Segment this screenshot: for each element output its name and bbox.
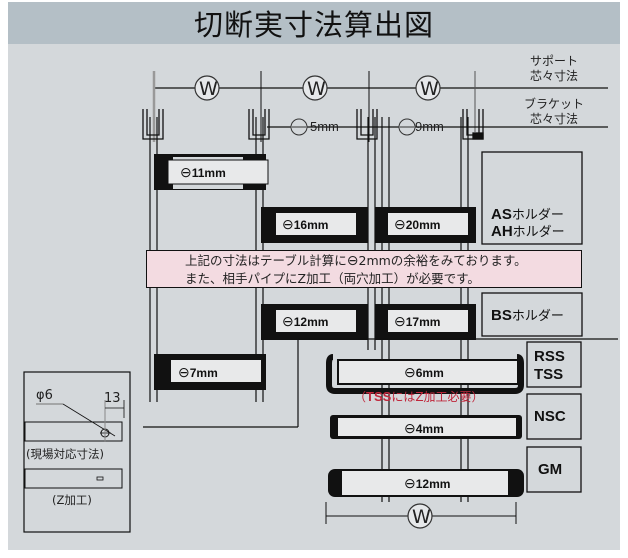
series-tss-label: TSS [534, 366, 564, 383]
pipe-12mm-gm [328, 469, 524, 497]
bracket-pitch-label-2: 芯々寸法 [530, 112, 579, 126]
series-gm-label: GM [538, 461, 563, 478]
w-label-3: W [420, 78, 439, 100]
title-bar: 切断実寸法算出図 [8, 2, 620, 44]
diagram-page: 切断実寸法算出図 [8, 2, 620, 550]
rss-tss-box [526, 341, 582, 388]
pipe-11mm [154, 154, 269, 190]
bs-holder-box [481, 292, 583, 337]
pipe-16mm [261, 207, 368, 243]
nsc-box [526, 393, 582, 440]
inset-hole-diameter: φ6 [36, 388, 53, 403]
support-pitch-label-1: サポート [530, 54, 579, 68]
pipe-7mm [154, 354, 266, 390]
bracket-pitch-label-1: ブラケット [524, 97, 585, 111]
pipe-20mm [375, 207, 476, 243]
tss-z-processing-note: （TSSにはZ加工必要） [354, 389, 484, 404]
inset-field-dimension-label: (現場対応寸法) [26, 447, 104, 461]
ah-holder-label: AHホルダー [491, 223, 565, 240]
as-holder-label: ASホルダー [491, 206, 564, 223]
cut-dimension-drawing [23, 71, 618, 533]
pipe-20mm-label: ⊖20mm [394, 216, 441, 232]
series-nsc-label: NSC [534, 408, 566, 425]
inset-dimension-13: 13 [104, 391, 121, 406]
page-title: 切断実寸法算出図 [193, 8, 434, 42]
support-offset-value: 5mm [310, 119, 339, 134]
brackets [142, 109, 484, 140]
support-pitch-label-2: 芯々寸法 [530, 69, 579, 83]
pipe-12mm-gm-label: ⊖12mm [404, 475, 451, 491]
pipe-4mm [330, 415, 522, 439]
allowance-note: 上記の寸法はテーブル計算に⊖2mmの余裕をみております。 また、相手パイプにZ加… [146, 250, 582, 288]
pipe-17mm [375, 304, 476, 340]
series-rss-label: RSS [534, 348, 565, 365]
w-label-bottom: W [412, 506, 431, 528]
pipe-4mm-label: ⊖4mm [404, 420, 444, 436]
bs-holder-label: BSホルダー [491, 307, 564, 324]
gm-box [526, 446, 582, 493]
inset-detail [23, 371, 131, 533]
w-label-1: W [199, 78, 218, 100]
inset-z-processing-label: (Z加工) [52, 493, 92, 507]
pipe-12mm-bs [261, 304, 368, 340]
bracket-offset-value: 9mm [415, 119, 444, 134]
pipe-17mm-label: ⊖17mm [394, 313, 441, 329]
pipe-12mm-bs-label: ⊖12mm [282, 313, 329, 329]
pipe-6mm-label: ⊖6mm [404, 364, 444, 380]
pipe-11mm-label: ⊖11mm [180, 164, 226, 180]
note-line-1: 上記の寸法はテーブル計算に⊖2mmの余裕をみております。 [185, 253, 527, 269]
as-ah-holder-box [481, 151, 583, 245]
pipe-7mm-label: ⊖7mm [178, 364, 218, 380]
w-label-2: W [307, 78, 326, 100]
pipe-16mm-label: ⊖16mm [282, 216, 329, 232]
note-line-2: また、相手パイプにZ加工（両穴加工）が必要です。 [185, 271, 480, 286]
pipe-6mm [326, 354, 524, 394]
